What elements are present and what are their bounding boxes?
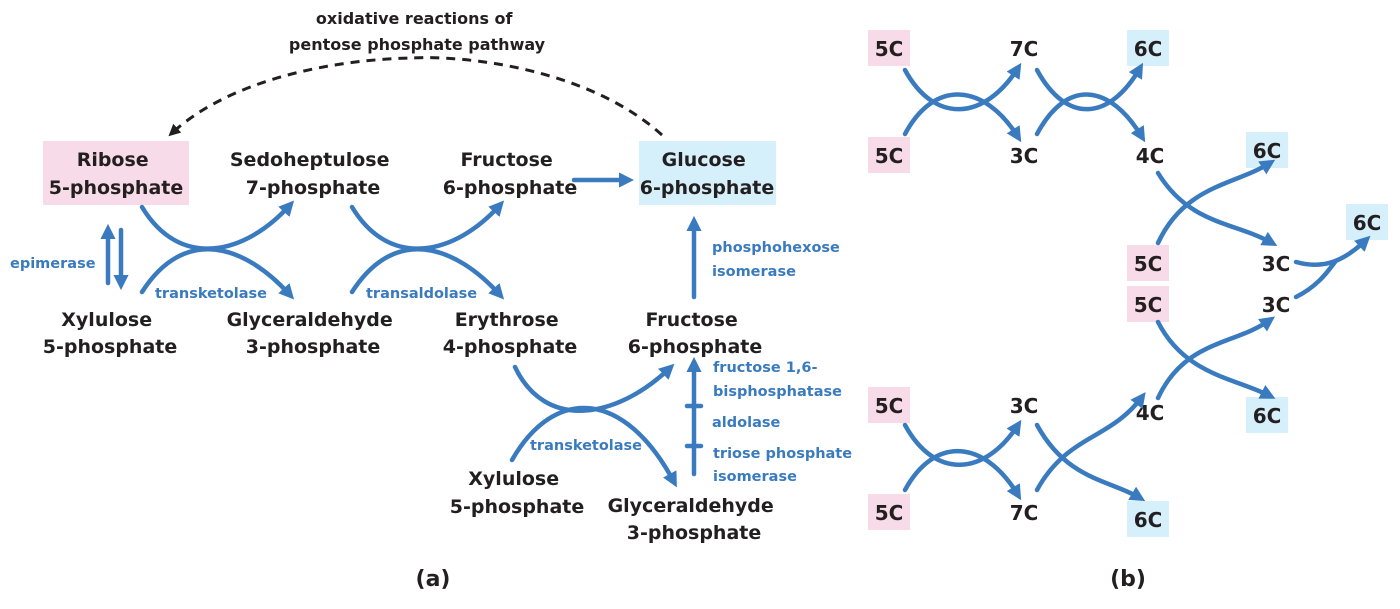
phosphohexose-isomerase-label: phosphohexose isomerase [712,240,845,280]
m-6c-bot-box [1246,397,1288,433]
r3-6c-box [1127,501,1169,537]
r1-arrow-a [902,62,1022,112]
r1-arrow-b [902,92,1022,143]
m-5c-b: 5C [1134,293,1163,317]
m-6c-right-box [1346,204,1388,240]
tk2-arrow-upper [512,363,675,413]
r1-6c-box [1127,30,1169,66]
fructose-6-phosphate-top: Fructose 6-phosphate [443,149,578,199]
r1-6c: 6C [1134,37,1163,61]
m-6c-top: 6C [1253,139,1282,163]
m-5c-b-box [1127,286,1169,322]
tk1-arrow-lower [139,246,295,300]
r3-7c: 7C [1010,501,1039,525]
m-arrow-a [1155,170,1278,247]
ribose-5-phosphate: Ribose 5-phosphate [49,149,184,199]
tk1-arrow-upper [139,200,295,251]
r1-5c-top-box [868,30,910,66]
r3-arrow-a [902,419,1022,467]
erythrose-4-phosphate: Erythrose 4-phosphate [443,309,578,358]
m-arrow-b [1155,159,1276,246]
r3-3c: 3C [1010,394,1039,418]
m-arrow-d [1293,259,1338,300]
glyceraldehyde-3-phosphate-1: Glyceraldehyde 3-phosphate [227,309,400,358]
glyceraldehyde-3-phosphate-2: Glyceraldehyde 3-phosphate [608,495,781,544]
r3-5c-top-box [868,387,910,423]
xylulose-5-phosphate-2: Xylulose 5-phosphate [450,468,585,518]
r1-arrow-d [1034,92,1146,143]
oxidative-arc [168,56,664,137]
m-3c-a: 3C [1262,252,1291,276]
ta-arrow-lower [349,246,505,300]
transketolase-label-2: transketolase [530,438,642,454]
m-3c-b: 3C [1262,293,1291,317]
r3-arrow-d [1034,392,1146,493]
ta-arrow-upper [349,200,505,251]
panel-b-label: (b) [1110,567,1146,592]
triose-phosphate-isomerase-label: triose phosphate isomerase [713,446,857,485]
m-5c-a-box [1127,245,1169,281]
m-arrow-c [1293,235,1371,267]
fbpase-label: fructose 1,6- bisphosphatase [713,360,842,400]
m-6c-right: 6C [1353,211,1382,235]
m-arrow-e [1155,319,1276,399]
r3-6c: 6C [1134,508,1163,532]
m-5c-a: 5C [1134,252,1163,276]
panel-b: 5C 5C 7C 3C 6C 4C 6C 5C 3C 6C 5C 3C 4C 6… [868,30,1388,592]
panel-a: oxidative reactions of pentose phosphate… [10,9,857,592]
r3-5c-top: 5C [875,394,904,418]
r1-5c-bot-box [868,137,910,173]
glucose-6-phosphate: Glucose 6-phosphate [640,149,775,199]
r1-arrow-c [1034,62,1144,112]
r1-5c-top: 5C [875,37,904,61]
m-4c: 4C [1136,401,1165,425]
aldolase-label: aldolase [712,415,780,431]
r3-5c-bot: 5C [875,501,904,525]
r1-7c: 7C [1010,37,1039,61]
oxidative-note: oxidative reactions of pentose phosphate… [289,9,546,54]
panel-a-label: (a) [416,567,451,592]
r1-5c-bot: 5C [875,144,904,168]
transaldolase-label: transaldolase [366,286,477,302]
glucose-box [639,141,776,205]
ribose-box [43,141,189,205]
r1-3c: 3C [1010,144,1039,168]
m-arrow-f [1155,316,1275,401]
fructose-6-phosphate-mid: Fructose 6-phosphate [628,309,763,358]
r3-arrow-b [902,449,1022,501]
r1-4c: 4C [1136,144,1165,168]
tk2-arrow-lower [509,405,677,488]
transketolase-label-1: transketolase [155,286,267,302]
epimerase-label: epimerase [10,256,96,272]
sedoheptulose-7-phosphate: Sedoheptulose 7-phosphate [230,149,396,199]
m-6c-bot: 6C [1253,404,1282,428]
r3-5c-bot-box [868,494,910,530]
r3-arrow-c [1034,422,1146,502]
xylulose-5-phosphate-1: Xylulose 5-phosphate [43,309,178,358]
